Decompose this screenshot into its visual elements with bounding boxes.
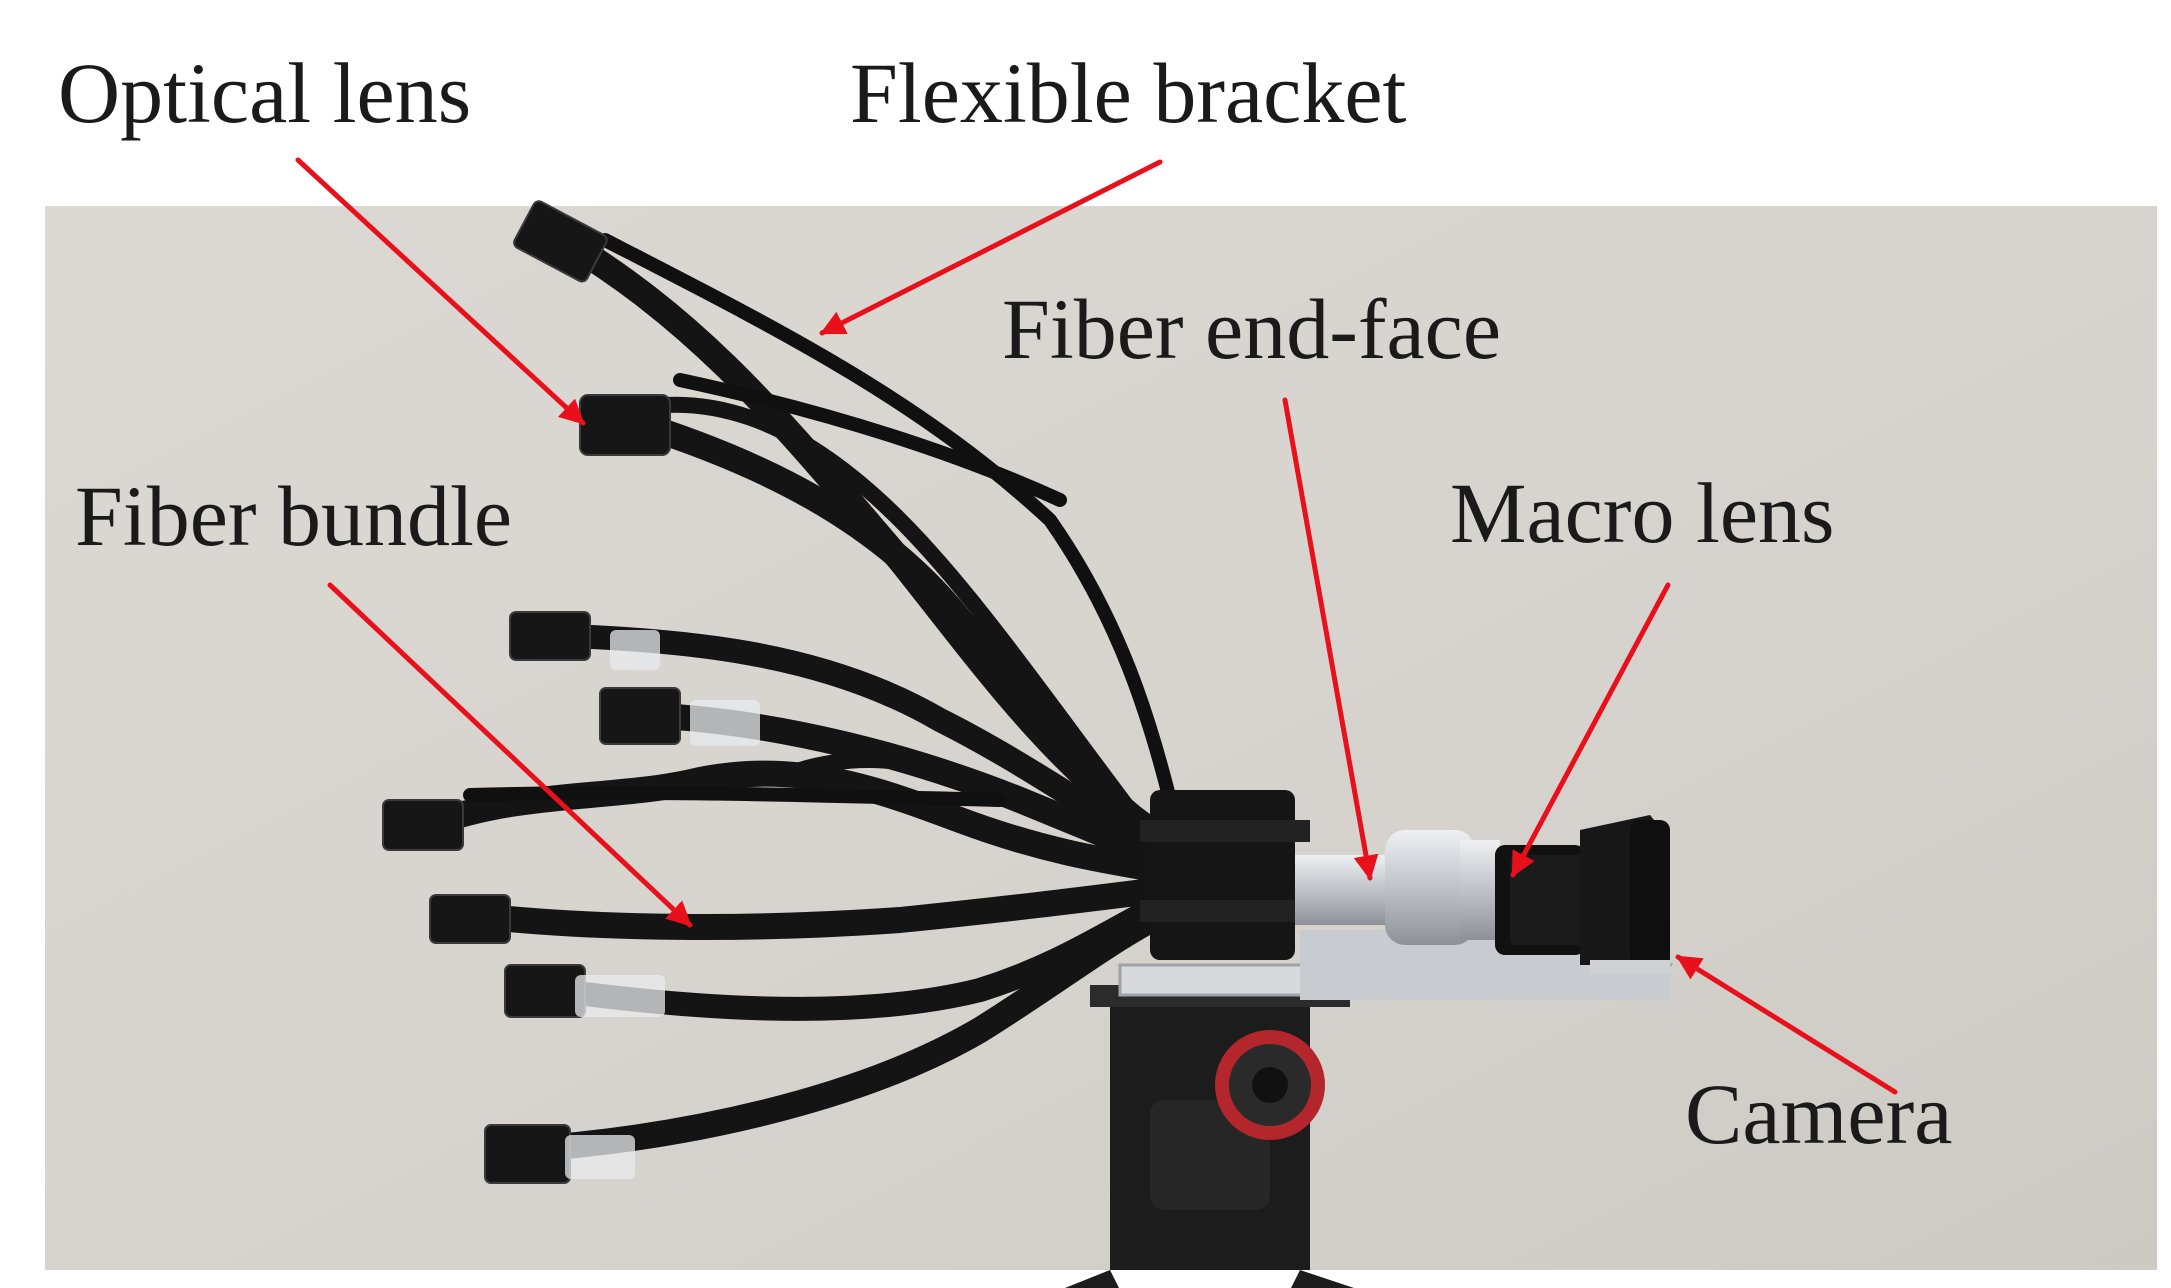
arrow-fiber-end-face (1282, 397, 1379, 881)
optical-lens (509, 611, 591, 661)
arrow-camera (1675, 954, 1898, 1095)
label-fiber-end-face: Fiber end-face (1002, 281, 1501, 377)
label-optical-lens: Optical lens (58, 45, 471, 141)
annotation-arrows (295, 157, 1898, 1095)
arrow-optical-lens (295, 157, 586, 426)
flexible-brackets (463, 233, 1177, 807)
wall-background (45, 206, 2157, 1270)
photograph (45, 200, 2157, 1288)
labels: Optical lens Flexible bracket Fiber end-… (58, 45, 1952, 1162)
optical-lens (513, 200, 608, 283)
label-flexible-bracket: Flexible bracket (850, 45, 1407, 141)
optical-lens (382, 799, 464, 851)
label-fiber-bundle: Fiber bundle (75, 468, 512, 564)
label-camera: Camera (1685, 1066, 1952, 1162)
arrow-fiber-bundle (327, 582, 693, 928)
optical-lenses (382, 200, 681, 1184)
tripod (1065, 985, 1354, 1288)
fiber-end-face-tube (1295, 830, 1500, 945)
optical-lens (579, 394, 671, 456)
optical-lens (429, 894, 511, 944)
fiber-bundles (417, 222, 1173, 1163)
tape-wraps (565, 630, 760, 1179)
optical-lens (504, 964, 586, 1018)
label-macro-lens: Macro lens (1450, 465, 1834, 561)
optical-lens (599, 687, 681, 745)
optical-lens (484, 1124, 571, 1184)
bundle-housing (1150, 790, 1295, 960)
camera-body (1495, 815, 1670, 974)
macro-lens (1510, 855, 1590, 945)
arrow-macro-lens (1510, 582, 1671, 878)
arrow-flexible-bracket (819, 159, 1163, 336)
